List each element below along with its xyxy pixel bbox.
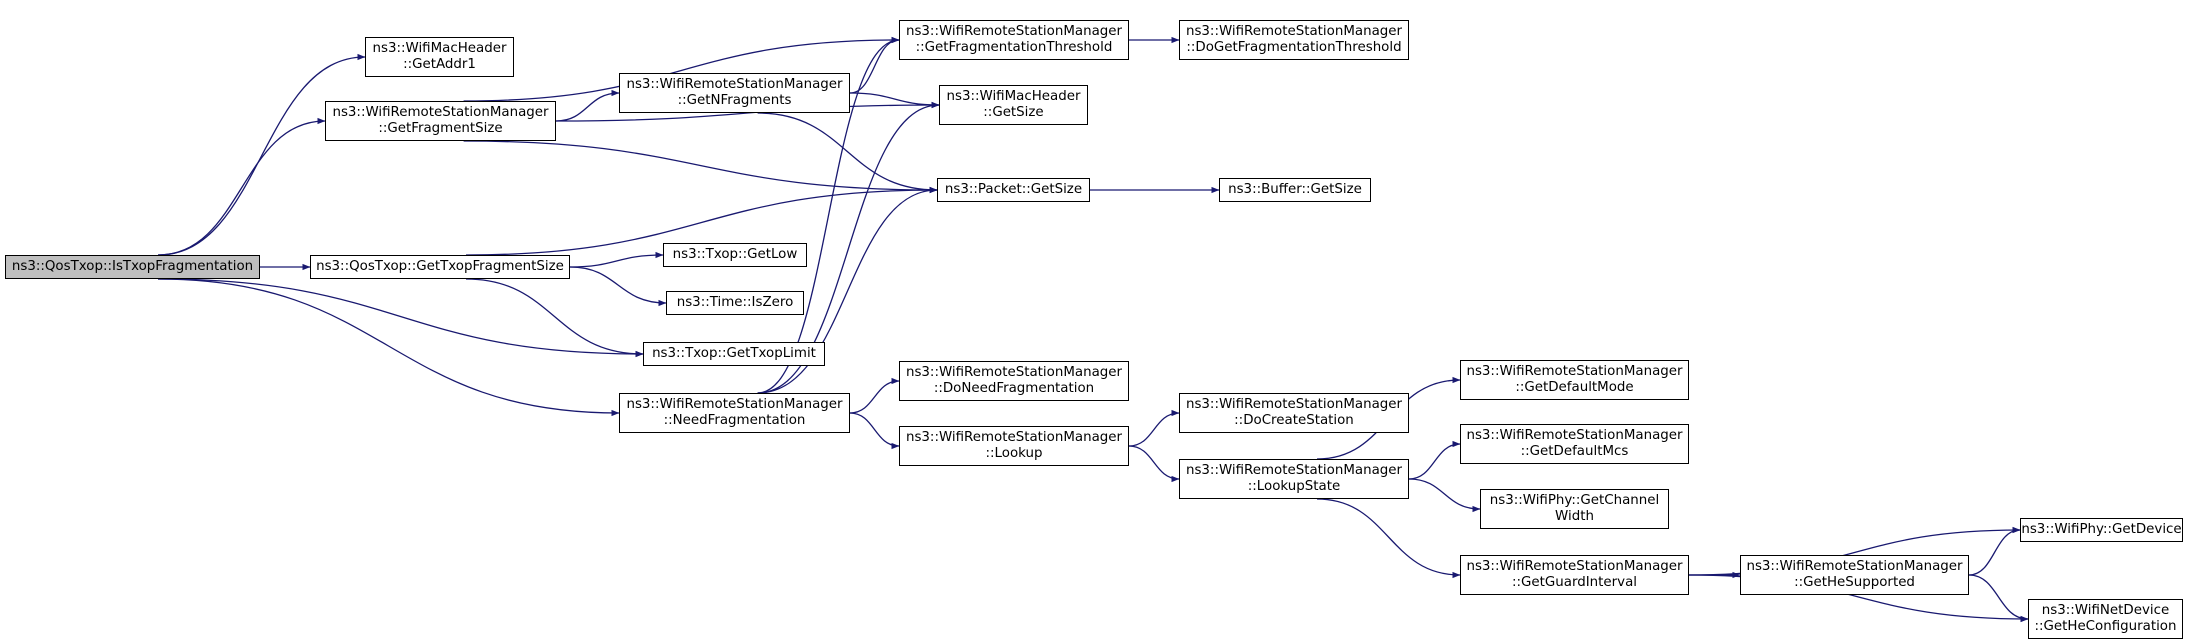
node-label-line: ::LookupState: [1247, 479, 1341, 494]
node-lookup-state[interactable]: ns3::WifiRemoteStationManager::LookupSta…: [1179, 459, 1409, 499]
node-label-line: ns3::WifiRemoteStationManager: [626, 397, 843, 412]
node-do-create-station[interactable]: ns3::WifiRemoteStationManager::DoCreateS…: [1179, 393, 1409, 433]
edge-get-fragment-size-to-get-fragmentation-threshold: [463, 36, 900, 102]
node-label-line: ::DoNeedFragmentation: [933, 381, 1095, 396]
edge-get-he-supported-to-get-he-configuration: [1968, 574, 2029, 623]
edge-get-fragment-size-to-packet-get-size: [463, 140, 938, 194]
node-label-line: ns3::WifiRemoteStationManager: [1185, 397, 1403, 412]
edge-is-txop-fragmentation-to-need-fragmentation: [157, 278, 620, 417]
node-label-line: ns3::Txop::GetLow: [672, 247, 798, 262]
edge-get-txop-fragment-size-to-time-is-zero: [569, 266, 667, 307]
edge-lookup-state-to-get-channel-width: [1408, 478, 1481, 513]
node-get-txop-fragment-size[interactable]: ns3::QosTxop::GetTxopFragmentSize: [310, 255, 570, 279]
node-get-fragment-size[interactable]: ns3::WifiRemoteStationManager::GetFragme…: [325, 101, 556, 141]
edge-get-txop-fragment-size-to-txop-get-low: [569, 251, 664, 268]
node-get-he-configuration[interactable]: ns3::WifiNetDevice::GetHeConfiguration: [2028, 599, 2183, 639]
edge-get-nfragments-to-get-fragmentation-threshold: [849, 36, 900, 94]
node-label-line: ns3::WifiRemoteStationManager: [1466, 364, 1683, 379]
node-get-default-mcs[interactable]: ns3::WifiRemoteStationManager::GetDefaul…: [1460, 424, 1689, 464]
node-label-line: ns3::QosTxop::GetTxopFragmentSize: [316, 259, 564, 274]
node-get-guard-interval[interactable]: ns3::WifiRemoteStationManager::GetGuardI…: [1460, 555, 1689, 595]
node-label-line: ns3::WifiPhy::GetChannel: [1489, 493, 1660, 508]
node-get-he-supported[interactable]: ns3::WifiRemoteStationManager::GetHeSupp…: [1740, 555, 1969, 595]
node-lookup[interactable]: ns3::WifiRemoteStationManager::Lookup: [899, 426, 1129, 466]
node-packet-get-size[interactable]: ns3::Packet::GetSize: [937, 178, 1090, 202]
node-get-fragmentation-threshold[interactable]: ns3::WifiRemoteStationManager::GetFragme…: [899, 20, 1129, 60]
node-label-line: ::GetFragmentSize: [378, 121, 503, 136]
node-txop-get-low[interactable]: ns3::Txop::GetLow: [663, 243, 807, 267]
node-label-line: ::GetGuardInterval: [1511, 575, 1637, 590]
edge-lookup-to-do-create-station: [1128, 409, 1180, 447]
node-label-line: ns3::Txop::GetTxopLimit: [652, 346, 816, 361]
node-do-need-fragmentation[interactable]: ns3::WifiRemoteStationManager::DoNeedFra…: [899, 361, 1129, 401]
node-label-line: ::GetFragmentationThreshold: [915, 40, 1113, 55]
node-get-addr1[interactable]: ns3::WifiMacHeader::GetAddr1: [365, 37, 514, 77]
node-label-line: ns3::WifiRemoteStationManager: [905, 24, 1123, 39]
node-get-nfragments[interactable]: ns3::WifiRemoteStationManager::GetNFragm…: [619, 73, 850, 113]
node-label-line: Width: [1555, 509, 1594, 524]
node-label-line: ns3::WifiRemoteStationManager: [1185, 24, 1403, 39]
edge-get-fragment-size-to-mac-header-get-size: [555, 101, 940, 122]
edge-lookup-to-lookup-state: [1128, 445, 1180, 483]
edge-is-txop-fragmentation-to-get-fragment-size: [157, 117, 326, 256]
node-label-line: ns3::WifiRemoteStationManager: [1746, 559, 1963, 574]
node-do-get-fragmentation-threshold[interactable]: ns3::WifiRemoteStationManager::DoGetFrag…: [1179, 20, 1409, 60]
edge-get-txop-fragment-size-to-txop-get-txop-limit: [465, 278, 644, 358]
node-label-line: ns3::Packet::GetSize: [944, 182, 1083, 197]
edge-get-nfragments-to-mac-header-get-size: [849, 92, 940, 109]
node-label-line: ns3::Buffer::GetSize: [1228, 182, 1362, 197]
node-label-line: ns3::WifiRemoteStationManager: [1466, 559, 1683, 574]
node-label-line: ns3::QosTxop::IsTxopFragmentation: [11, 259, 254, 274]
node-label-line: ns3::WifiRemoteStationManager: [626, 77, 843, 92]
edge-lookup-state-to-get-guard-interval: [1316, 498, 1461, 579]
node-label-line: ns3::WifiRemoteStationManager: [905, 430, 1123, 445]
node-mac-header-get-size[interactable]: ns3::WifiMacHeader::GetSize: [939, 85, 1088, 125]
node-label-line: ::GetSize: [983, 105, 1044, 120]
edge-lookup-state-to-get-default-mcs: [1408, 440, 1461, 480]
edge-is-txop-fragmentation-to-get-addr1: [157, 53, 366, 256]
node-get-device[interactable]: ns3::WifiPhy::GetDevice: [2020, 518, 2183, 542]
node-label-line: ns3::Time::IsZero: [676, 295, 794, 310]
node-buffer-get-size[interactable]: ns3::Buffer::GetSize: [1219, 178, 1371, 202]
node-need-fragmentation[interactable]: ns3::WifiRemoteStationManager::NeedFragm…: [619, 393, 850, 433]
node-txop-get-txop-limit[interactable]: ns3::Txop::GetTxopLimit: [643, 342, 825, 366]
edge-get-he-supported-to-get-device: [1968, 526, 2021, 576]
node-label-line: ::DoCreateStation: [1234, 413, 1354, 428]
node-label-line: ::Lookup: [985, 446, 1043, 461]
node-get-default-mode[interactable]: ns3::WifiRemoteStationManager::GetDefaul…: [1460, 360, 1689, 400]
edge-need-fragmentation-to-packet-get-size: [757, 186, 938, 394]
node-label-line: ns3::WifiNetDevice: [2041, 603, 2170, 618]
node-label-line: ::GetDefaultMode: [1515, 380, 1634, 395]
edge-need-fragmentation-to-lookup: [849, 412, 900, 450]
node-label-line: ::NeedFragmentation: [663, 413, 806, 428]
edge-get-txop-fragment-size-to-packet-get-size: [465, 186, 938, 256]
edge-get-nfragments-to-packet-get-size: [757, 112, 938, 194]
node-label-line: ::GetHeSupported: [1794, 575, 1915, 590]
node-is-txop-fragmentation[interactable]: ns3::QosTxop::IsTxopFragmentation: [5, 255, 260, 279]
node-label-line: ns3::WifiRemoteStationManager: [1466, 428, 1683, 443]
node-label-line: ::GetAddr1: [403, 57, 476, 72]
edge-need-fragmentation-to-get-fragmentation-threshold: [757, 36, 900, 394]
edge-need-fragmentation-to-mac-header-get-size: [757, 101, 940, 394]
edge-need-fragmentation-to-do-need-fragmentation: [849, 377, 900, 414]
edge-is-txop-fragmentation-to-txop-get-txop-limit: [157, 278, 644, 358]
node-label-line: ns3::WifiPhy::GetDevice: [2021, 522, 2182, 537]
node-label-line: ns3::WifiRemoteStationManager: [905, 365, 1123, 380]
node-label-line: ns3::WifiRemoteStationManager: [1185, 463, 1403, 478]
node-label-line: ::GetNFragments: [677, 93, 792, 108]
node-label-line: ns3::WifiRemoteStationManager: [332, 105, 549, 120]
node-label-line: ns3::WifiMacHeader: [372, 41, 507, 56]
node-label-line: ::GetHeConfiguration: [2034, 619, 2177, 634]
node-time-is-zero[interactable]: ns3::Time::IsZero: [666, 291, 804, 315]
node-label-line: ::GetDefaultMcs: [1520, 444, 1629, 459]
node-label-line: ns3::WifiMacHeader: [946, 89, 1081, 104]
node-label-line: ::DoGetFragmentationThreshold: [1186, 40, 1402, 55]
edge-get-fragment-size-to-get-nfragments: [555, 89, 620, 122]
